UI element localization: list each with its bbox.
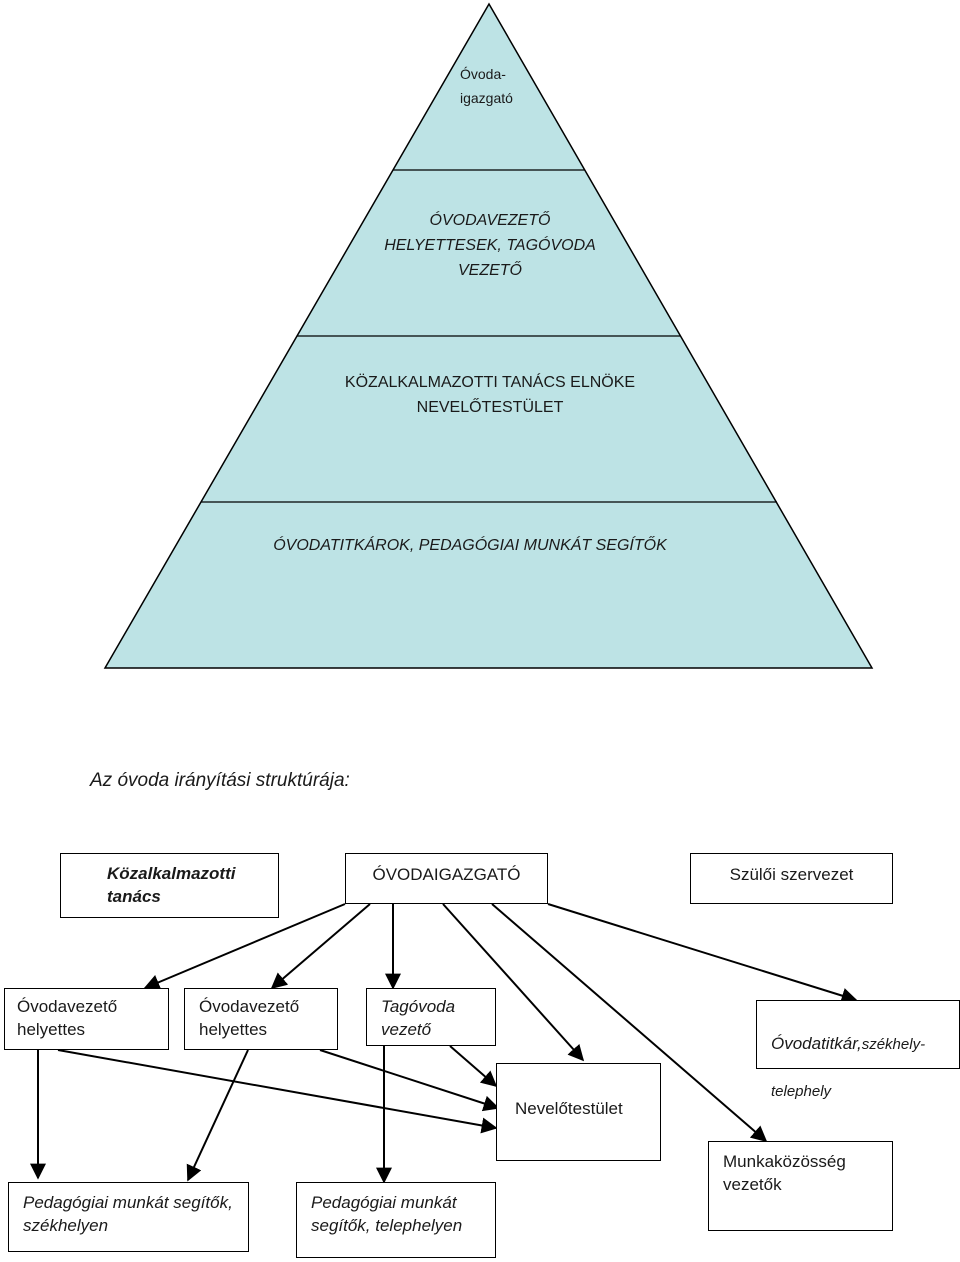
titkar-line2-text: telephely	[771, 1083, 832, 1100]
box-kozalkalmazotti-tanacs: Közalkalmazotti tanács	[60, 853, 279, 918]
box-pedagogiai-telephelyen: Pedagógiai munkát segítők, telephelyen	[296, 1182, 496, 1258]
structure-heading: Az óvoda irányítási struktúrája:	[90, 770, 350, 791]
box-szuloi-szervezet: Szülői szervezet	[690, 853, 893, 904]
arrow-helyettes2-ped	[186, 1049, 249, 1182]
pyramid-level-2-label: ÓVODAVEZETŐ HELYETTESEK, TAGÓVODA VEZETŐ	[384, 212, 596, 279]
arrow-igazgato-nevelotestulet	[442, 903, 585, 1062]
arrow-igazgato-munkakozosseg	[491, 903, 768, 1143]
pyramid	[103, 2, 874, 669]
titkar-small-text: székhely-	[861, 1036, 926, 1053]
arrow-igazgato-helyettes2	[270, 903, 371, 990]
box-ovodaigazgato: ÓVODAIGAZGATÓ	[345, 853, 548, 904]
arrow-helyettes2-nevelo	[319, 1049, 500, 1112]
arrow-tagovoda-nevelo	[449, 1045, 498, 1088]
box-nevelotestulet: Nevelőtestület	[496, 1063, 661, 1161]
arrow-igazgato-helyettes1	[143, 903, 346, 990]
arrow-igazgato-titkar	[547, 903, 858, 1004]
pyramid-level-4-label: ÓVODATITKÁROK, PEDAGÓGIAI MUNKÁT SEGÍTŐK	[273, 537, 667, 554]
box-pedagogiai-szekhelyen: Pedagógiai munkát segítők, székhelyen	[8, 1182, 249, 1252]
box-munkakozosseg-vezetok: Munkaközösség vezetők	[708, 1141, 893, 1231]
box-ovodatitkar: Óvodatitkár,székhely- telephely	[756, 1000, 960, 1100]
pyramid-level-1-label: Óvoda- igazgató	[460, 66, 513, 106]
box-ovodavezeto-helyettes-1: Óvodavezető helyettes	[4, 988, 169, 1050]
titkar-main-text: Óvodatitkár,	[771, 1034, 862, 1053]
pyramid-level-3-label: KÖZALKALMAZOTTI TANÁCS ELNÖKE NEVELŐTEST…	[344, 374, 636, 416]
box-ovodavezeto-helyettes-2: Óvodavezető helyettes	[184, 988, 338, 1050]
arrow-helyettes1-nevelo	[57, 1049, 498, 1134]
box-tagovoda-vezeto: Tagóvoda vezető	[366, 988, 496, 1046]
